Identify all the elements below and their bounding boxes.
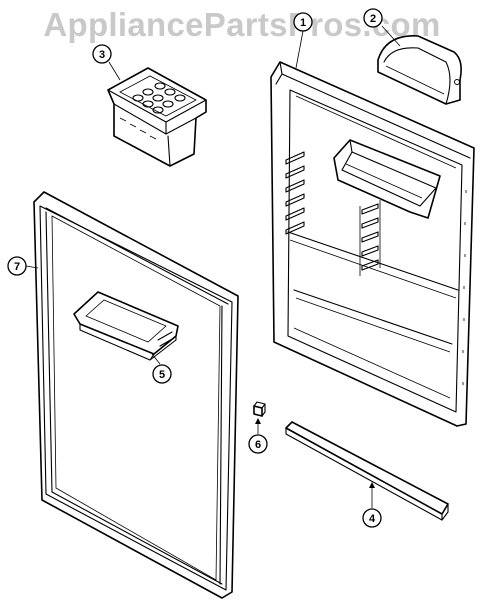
callout-6[interactable]: 6 [248, 418, 268, 454]
leader-lines [25, 25, 401, 508]
callout-7[interactable]: 7 [7, 256, 27, 276]
callout-1[interactable]: 1 [293, 12, 313, 32]
door-bin-part[interactable] [73, 291, 179, 361]
callout-3-label: 3 [99, 49, 105, 61]
callout-4[interactable]: 4 [362, 482, 382, 528]
callout-2[interactable]: 2 [363, 8, 383, 28]
egg-bin-part[interactable] [107, 67, 207, 167]
callout-6-label: 6 [255, 439, 261, 451]
trim-strip-part[interactable] [285, 421, 449, 521]
callout-4-label: 4 [369, 513, 376, 525]
callout-3[interactable]: 3 [92, 44, 112, 64]
dairy-door-part[interactable] [377, 35, 462, 105]
clip-part[interactable] [253, 401, 266, 417]
callout-5-label: 5 [159, 369, 165, 381]
door-liner-part[interactable] [270, 61, 475, 427]
callout-7-label: 7 [14, 261, 20, 273]
callout-5[interactable]: 5 [152, 364, 172, 384]
door-gasket-part[interactable] [33, 191, 239, 599]
callout-2-label: 2 [370, 13, 376, 25]
callout-1-label: 1 [300, 17, 306, 29]
